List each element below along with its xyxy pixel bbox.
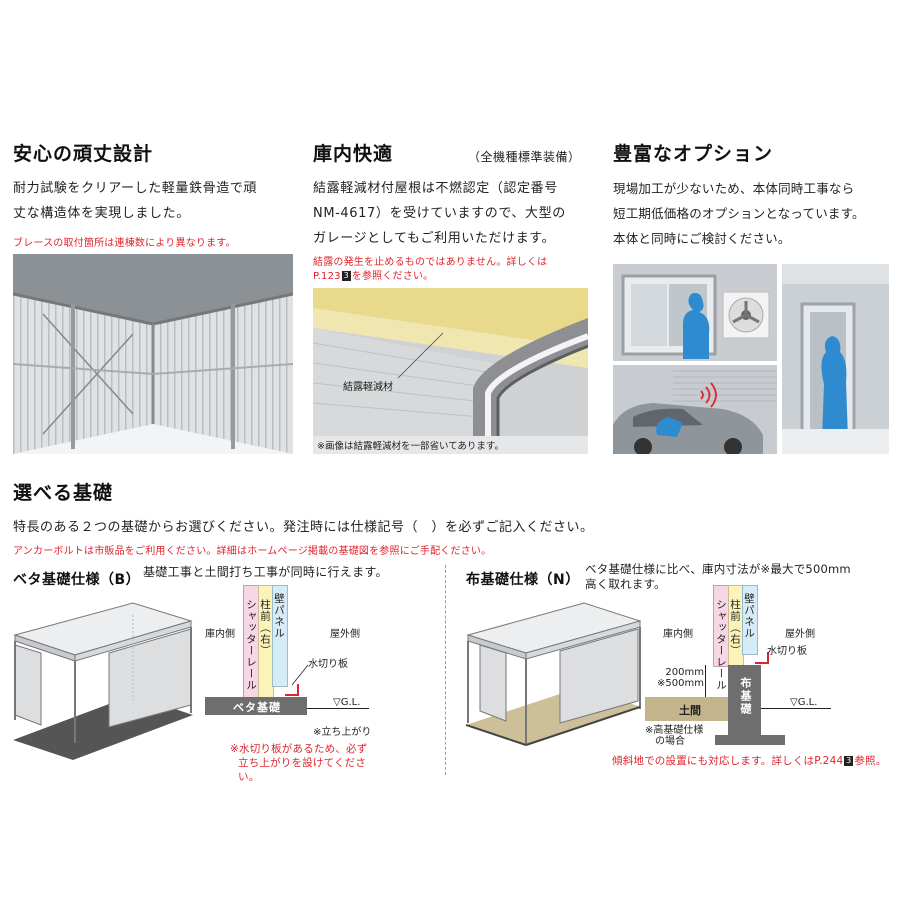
garage-interior-photo [13,254,293,454]
nuno-dim-200: 200mm [665,667,704,678]
nuno-title: 布基礎仕様（N） [466,572,580,588]
options-title: 豊富なオプション [613,143,774,165]
strength-title: 安心の頑丈設計 [13,143,154,165]
comfort-body-line: 結露軽減材付屋根は不燃認定（認定番号 [313,181,558,196]
strength-body-line: 丈な構造体を実現しました。 [13,206,190,221]
nuno-footing [715,735,785,745]
nuno-flashing-label: 水切り板 [767,646,807,657]
comfort-note-suffix: を参照ください。 [351,271,434,282]
strength-body: 耐力試験をクリアーした軽量鉄骨造で頑 丈な構造体を実現しました。 [13,176,293,226]
beta-garage-illustration [13,595,193,764]
beta-flashing-label: 水切り板 [308,659,348,670]
nuno-label-outside: 屋外側 [785,629,815,640]
chapter-badge: 3 [341,271,351,281]
nuno-high-note-line1: ※高基礎仕様 [645,725,704,736]
nuno-base-label: 布基礎 [739,677,752,716]
nuno-garage-illustration [465,595,642,764]
beta-label-outside: 屋外側 [330,629,360,640]
nuno-dimensions: 200mm ※500mm [657,667,704,689]
nuno-slope-suffix: 参照。 [854,755,887,767]
nuno-shutter-rail-label: シャッターレール [715,599,727,691]
beta-wall-panel [272,585,288,687]
nuno-slope-text: 傾斜地での設置にも対応します。詳しくはP.244 [612,755,844,767]
roof-insulation-photo: 結露軽減材 ※画像は結露軽減材を一部省いてあります。 [313,288,588,454]
comfort-body: 結露軽減材付屋根は不燃認定（認定番号 NM-4617）を受けていますので、大型の… [313,176,598,251]
nuno-section-diagram: 庫内側 屋外側 シャッターレール 柱前（右） 壁パネル 水切り板 布基礎 土間 … [612,585,900,775]
nuno-flashing [755,652,769,664]
shutter-remote-photo [613,365,777,454]
comfort-body-line: NM-4617）を受けていますので、大型の [313,206,566,221]
section-divider [445,565,446,775]
strength-body-line: 耐力試験をクリアーした軽量鉄骨造で頑 [13,181,258,196]
nuno-doma-label: 土間 [679,704,701,717]
strength-note: ブレースの取付箇所は連棟数により異なります。 [13,238,236,249]
window-option-photo [613,264,777,361]
foundation-intro: 特長のある２つの基礎からお選びください。発注時には仕様記号（ ）を必ずご記入くだ… [13,520,594,535]
chapter-badge: 3 [844,756,854,766]
beta-tachiagari: ※立ち上がり [313,727,372,738]
comfort-title: 庫内快適 [313,143,394,165]
beta-label-inside: 庫内側 [205,629,235,640]
options-body-line: 本体と同時にご検討ください。 [613,231,791,246]
nuno-doma [645,697,728,721]
door-option-photo [782,264,889,454]
beta-desc: 基礎工事と土間打ち工事が同時に行えます。 [143,565,388,579]
beta-warning-line2: 立ち上がりを設けてください。 [238,757,367,783]
dimension-line [705,665,706,697]
beta-flashing [285,684,299,696]
beta-section-diagram: 庫内側 屋外側 シャッターレール 柱前（右） 壁パネル 水切り板 ベタ基礎 ▽G… [195,585,375,783]
gl-line [307,708,369,709]
nuno-gl: ▽G.L. [790,697,818,708]
nuno-desc: ベタ基礎仕様に比べ、庫内寸法が※最大で500mm 高く取れます。 [585,562,851,592]
nuno-high-note: ※高基礎仕様 の場合 [645,725,703,747]
beta-gl: ▽G.L. [333,697,361,708]
nuno-desc-line1: ベタ基礎仕様に比べ、庫内寸法が※最大で500mm [585,562,851,576]
photo-caption: ※画像は結露軽減材を一部省いてあります。 [317,441,504,452]
nuno-wall-panel-label: 壁パネル [743,593,755,639]
beta-base-end [195,697,215,715]
nuno-base [728,665,761,735]
options-body-line: 現場加工が少ないため、本体同時工事なら [613,181,855,196]
comfort-note-page: P.123 [313,271,341,282]
beta-shutter-rail-label: シャッターレール [245,599,257,691]
options-body-line: 短工期低価格のオプションとなっています。 [613,206,865,221]
beta-base [205,697,307,715]
gl-line [761,708,831,709]
beta-title: ベタ基礎仕様（B） [13,572,141,588]
nuno-high-note-line2: の場合 [655,736,685,747]
nuno-dim-500: ※500mm [657,678,704,689]
nuno-pillar-label: 柱前（右） [729,599,741,657]
options-body: 現場加工が少ないため、本体同時工事なら 短工期低価格のオプションとなっています。… [613,176,900,251]
beta-warning-line1: ※水切り板があるため、必ず [230,743,368,755]
comfort-note-line1: 結露の発生を止めるものではありません。詳しくは [313,257,548,268]
beta-base-label: ベタ基礎 [233,701,281,714]
beta-pillar-label: 柱前（右） [259,599,271,657]
foundation-note: アンカーボルトは市販品をご利用ください。詳細はホームページ掲載の基礎図を参照にご… [13,546,492,557]
beta-warning: ※水切り板があるため、必ず 立ち上がりを設けてください。 [230,742,375,784]
comfort-badge: （全機種標準装備） [468,150,581,164]
nuno-wall-panel [742,585,758,655]
nuno-label-inside: 庫内側 [663,629,693,640]
foundation-title: 選べる基礎 [13,482,114,504]
insulation-label: 結露軽減材 [343,382,393,393]
comfort-body-line: ガレージとしてもご利用いただけます。 [313,231,556,246]
beta-wall-panel-label: 壁パネル [273,593,285,639]
nuno-desc-line2: 高く取れます。 [585,577,666,591]
